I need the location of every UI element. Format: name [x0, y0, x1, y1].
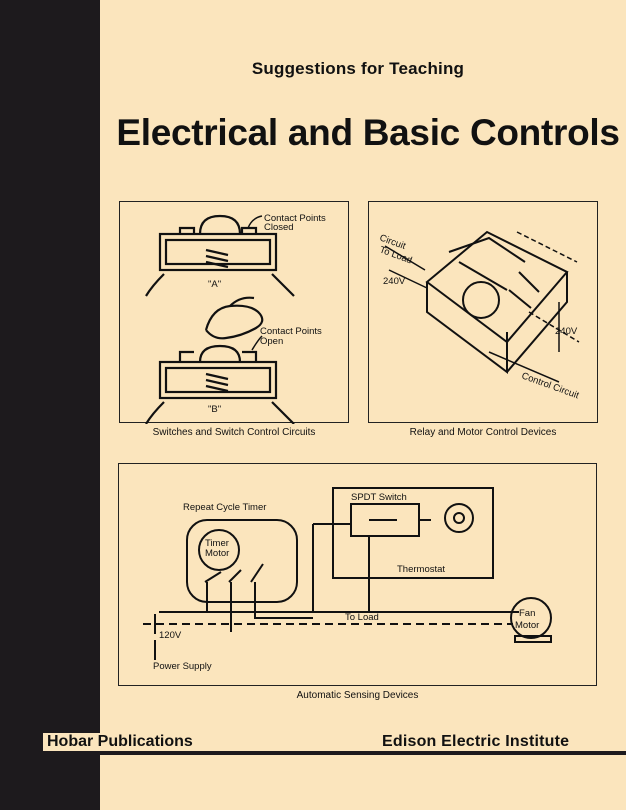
to-load-label: To Load	[345, 612, 379, 623]
switch-b-label-line1: Contact Points	[260, 326, 322, 337]
switch-diagram: Contact Points Closed "A" Contact Points…	[145, 213, 326, 424]
footer-divider-line	[100, 751, 626, 755]
switch-b-tag: "B"	[208, 404, 221, 415]
timer-label: Repeat Cycle Timer	[183, 502, 266, 513]
sensing-circuit-diagram: Repeat Cycle Timer Timer Motor SPDT Swit…	[143, 487, 552, 672]
voltage-120v-label: 120V	[159, 630, 182, 641]
switch-a-tag: "A"	[208, 279, 221, 290]
power-supply-label: Power Supply	[153, 661, 212, 672]
publisher-name: Hobar Publications	[43, 733, 197, 751]
institute-name: Edison Electric Institute	[382, 733, 570, 750]
timer-motor-label-line1: Timer	[205, 538, 229, 549]
cover-spine-band	[0, 0, 100, 810]
switch-a-label-line2: Closed	[264, 222, 294, 233]
sensing-caption: Automatic Sensing Devices	[296, 690, 419, 701]
relay-caption: Relay and Motor Control Devices	[409, 427, 557, 438]
spdt-switch-label: SPDT Switch	[351, 492, 407, 503]
switches-illustration-panel: Contact Points Closed "A" Contact Points…	[119, 201, 349, 424]
relay-240v-right: 240V	[555, 326, 578, 337]
switch-a-label-line1: Contact Points	[264, 213, 326, 224]
relay-control-circuit-label: Control Circuit	[520, 370, 581, 401]
switches-caption: Switches and Switch Control Circuits	[152, 427, 316, 438]
cover-title: Electrical and Basic Controls	[116, 112, 620, 153]
relay-240v-left: 240V	[383, 276, 406, 287]
fan-motor-label-line1: Fan	[519, 608, 535, 619]
timer-motor-label-line2: Motor	[205, 548, 229, 559]
fan-motor-label-line2: Motor	[515, 620, 539, 631]
sensing-illustration-panel: Repeat Cycle Timer Timer Motor SPDT Swit…	[118, 463, 597, 686]
relay-illustration-panel: Circuit To Load 240V 240V Control Circui…	[368, 201, 598, 423]
thermostat-label: Thermostat	[397, 564, 445, 575]
cover-subtitle: Suggestions for Teaching	[251, 59, 465, 78]
relay-diagram: Circuit To Load 240V 240V Control Circui…	[378, 230, 581, 402]
switch-b-label-line2: Open	[260, 336, 283, 347]
